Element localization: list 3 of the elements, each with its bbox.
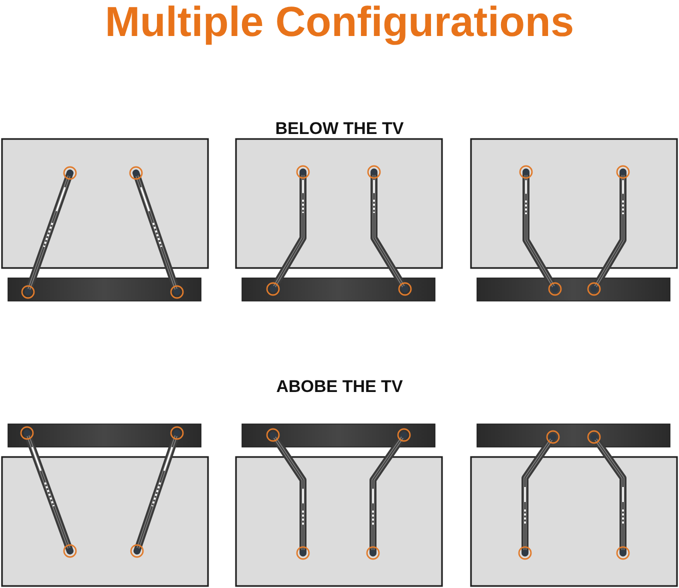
title: Multiple Configurations: [105, 0, 574, 45]
section-heading: ABOBE THE TV: [276, 376, 403, 398]
section-heading: BELOW THE TV: [275, 118, 404, 140]
